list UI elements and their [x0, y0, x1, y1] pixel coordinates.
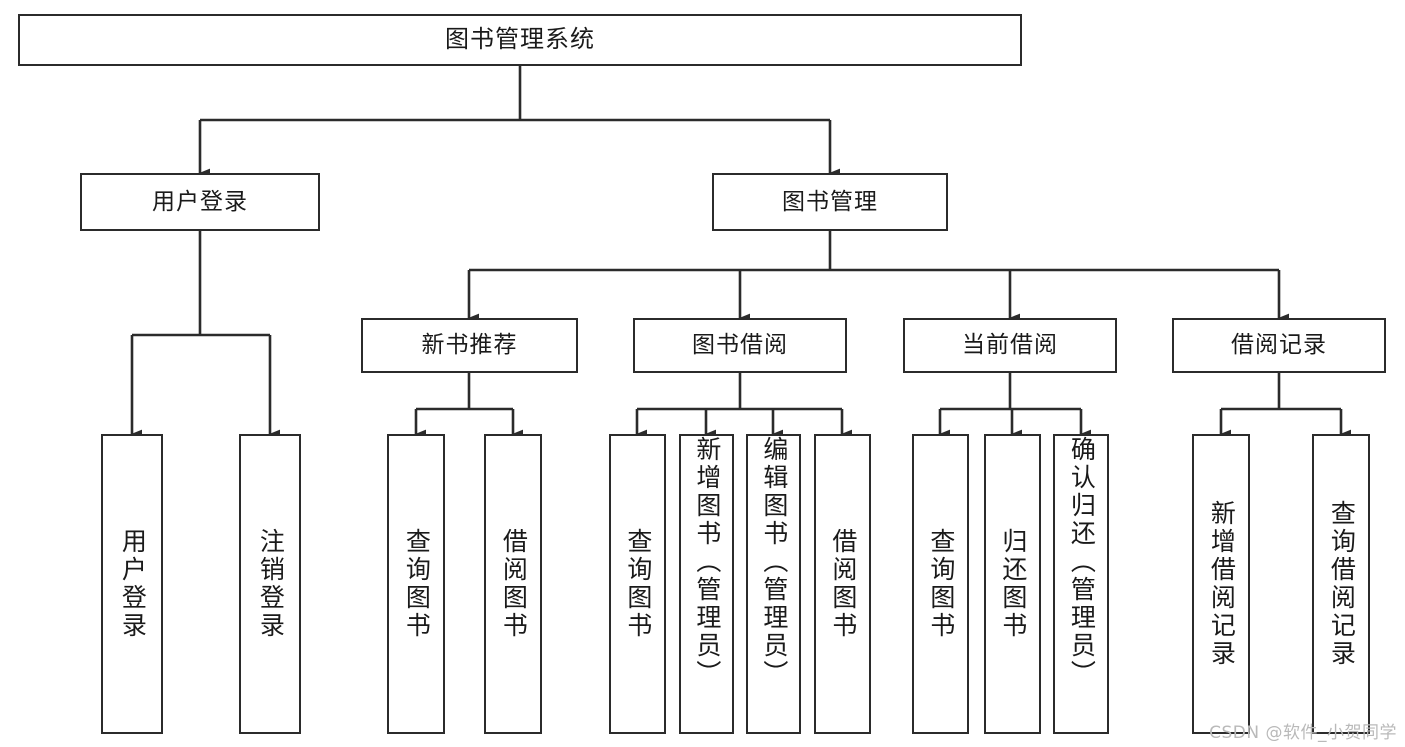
node-book-manage[interactable]: 图书管理: [712, 173, 948, 231]
node-leaf-logout[interactable]: 注销登录: [239, 434, 301, 734]
node-user-login[interactable]: 用户登录: [80, 173, 320, 231]
node-leaf-query-record-label: 查询借阅记录: [1327, 500, 1357, 668]
node-leaf-edit-book-label: 编辑图书（管理员）: [759, 436, 789, 688]
node-root[interactable]: 图书管理系统: [18, 14, 1022, 66]
node-leaf-user-login-label: 用户登录: [118, 528, 148, 640]
node-borrow-record-label: 借阅记录: [1231, 332, 1327, 359]
node-user-login-label: 用户登录: [152, 188, 248, 215]
node-leaf-user-login[interactable]: 用户登录: [101, 434, 163, 734]
node-book-manage-label: 图书管理: [782, 188, 878, 215]
node-leaf-edit-book[interactable]: 编辑图书（管理员）: [746, 434, 801, 734]
node-new-book-rec-label: 新书推荐: [421, 332, 518, 359]
node-leaf-confirm-return-label: 确认归还（管理员）: [1067, 436, 1097, 688]
node-leaf-confirm-return[interactable]: 确认归还（管理员）: [1053, 434, 1109, 734]
node-leaf-add-record-label: 新增借阅记录: [1207, 500, 1237, 668]
node-leaf-borrow-book-2-label: 借阅图书: [828, 528, 858, 640]
node-book-borrow-label: 图书借阅: [692, 332, 788, 359]
node-leaf-add-book[interactable]: 新增图书（管理员）: [679, 434, 734, 734]
node-leaf-borrow-book-1-label: 借阅图书: [499, 528, 529, 640]
node-current-borrow-label: 当前借阅: [962, 332, 1058, 359]
node-current-borrow[interactable]: 当前借阅: [903, 318, 1117, 373]
node-leaf-logout-label: 注销登录: [256, 528, 286, 640]
node-leaf-query-book-3-label: 查询图书: [926, 528, 956, 640]
node-leaf-add-book-label: 新增图书（管理员）: [692, 436, 722, 688]
node-borrow-record[interactable]: 借阅记录: [1172, 318, 1386, 373]
node-leaf-borrow-book-2[interactable]: 借阅图书: [814, 434, 871, 734]
node-leaf-query-record[interactable]: 查询借阅记录: [1312, 434, 1370, 734]
node-book-borrow[interactable]: 图书借阅: [633, 318, 847, 373]
node-leaf-query-book-2-label: 查询图书: [623, 528, 653, 640]
node-leaf-add-record[interactable]: 新增借阅记录: [1192, 434, 1250, 734]
node-leaf-query-book-1[interactable]: 查询图书: [387, 434, 445, 734]
node-leaf-query-book-1-label: 查询图书: [402, 528, 432, 640]
node-leaf-return-book-label: 归还图书: [998, 528, 1028, 640]
node-leaf-query-book-2[interactable]: 查询图书: [609, 434, 666, 734]
node-leaf-borrow-book-1[interactable]: 借阅图书: [484, 434, 542, 734]
node-new-book-rec[interactable]: 新书推荐: [361, 318, 578, 373]
node-leaf-query-book-3[interactable]: 查询图书: [912, 434, 969, 734]
node-root-label: 图书管理系统: [445, 25, 595, 54]
node-leaf-return-book[interactable]: 归还图书: [984, 434, 1041, 734]
